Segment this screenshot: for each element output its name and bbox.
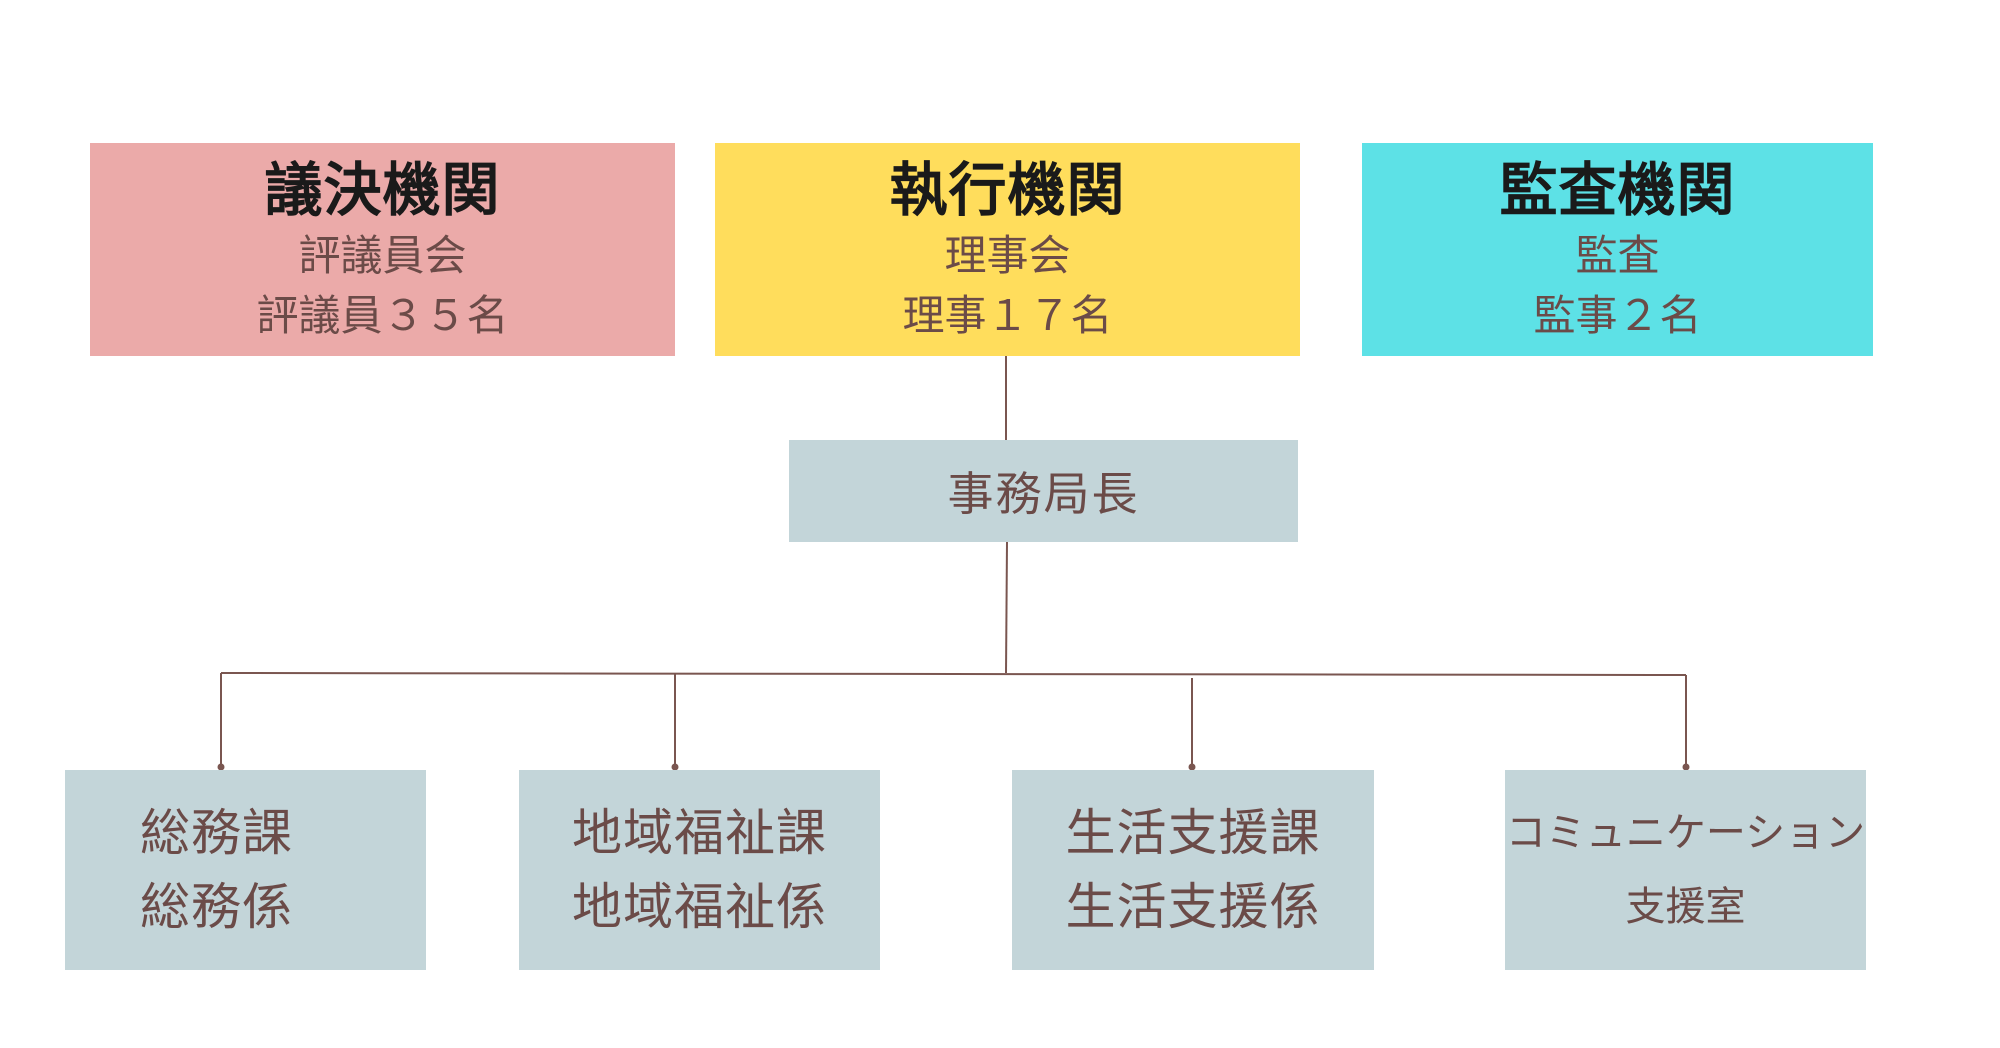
- department-box-general-affairs: 総務課 総務係: [65, 770, 426, 970]
- department-box-communication-support: コミュニケーション支援室: [1505, 770, 1866, 970]
- department-line: 総務課: [140, 804, 293, 862]
- connector-director-down: [1005, 541, 1008, 674]
- department-line: 生活支援係: [1065, 878, 1321, 936]
- organ-line: 評議員３５名: [256, 290, 509, 340]
- organ-line: 理事会: [944, 230, 1071, 280]
- connector-dot-4: [1682, 763, 1690, 771]
- department-line: 総務係: [140, 878, 293, 936]
- organ-line: 監査: [1575, 230, 1660, 280]
- organ-line: 理事１７名: [902, 290, 1113, 340]
- department-line: 地域福祉課: [572, 804, 827, 862]
- connector-dot-1: [217, 763, 225, 771]
- organ-box-audit: 監査機関 監査 監事２名: [1362, 143, 1873, 356]
- organ-box-executive: 執行機関 理事会 理事１７名: [715, 143, 1300, 356]
- director-label: 事務局長: [947, 467, 1140, 521]
- connector-horizontal-bus: [220, 672, 1687, 676]
- organ-box-deliberation: 議決機関 評議員会 評議員３５名: [90, 143, 675, 356]
- department-box-community-welfare: 地域福祉課 地域福祉係: [519, 770, 880, 970]
- department-line: コミュニケーション支援室: [1505, 810, 1866, 930]
- organ-title: 議決機関: [264, 155, 501, 224]
- department-line: 生活支援課: [1065, 804, 1321, 862]
- organ-title: 監査機関: [1499, 155, 1736, 224]
- organ-line: 監事２名: [1533, 290, 1702, 340]
- department-line: 地域福祉係: [572, 878, 827, 936]
- connector-lines-group: [220, 356, 1687, 767]
- department-box-life-support: 生活支援課 生活支援係: [1012, 770, 1374, 970]
- connector-dot-2: [671, 763, 679, 771]
- organ-line: 評議員会: [298, 230, 467, 280]
- connector-dot-3: [1188, 763, 1196, 771]
- director-box: 事務局長: [789, 440, 1298, 542]
- organ-title: 執行機関: [889, 155, 1126, 224]
